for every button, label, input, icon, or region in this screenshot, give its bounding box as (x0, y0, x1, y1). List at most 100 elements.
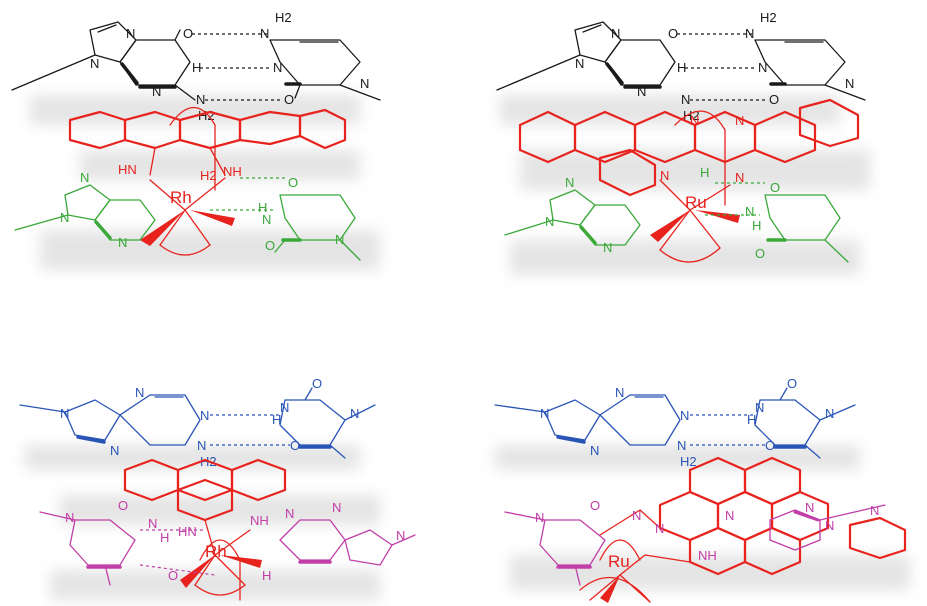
lower-pair-labels: N O N N N NH N N N (535, 498, 879, 563)
atom-label: N (196, 92, 205, 107)
atom-label: HN (118, 162, 137, 177)
atom-label: N (680, 408, 689, 423)
drop-shadow (495, 445, 910, 590)
atom-label: O (770, 180, 780, 195)
atom-label: N (280, 400, 289, 415)
atom-label: N (126, 26, 135, 41)
ligand-arms (149, 107, 226, 256)
atom-label: N (90, 56, 99, 71)
atom-label: N (632, 508, 641, 523)
atom-label: HN (178, 524, 197, 539)
atom-label: H2 (760, 10, 777, 25)
panel-top-left: N O H2 N N H N N O H2 N N (11, 10, 381, 270)
atom-label: N (681, 92, 690, 107)
atom-label: N (660, 168, 669, 183)
atom-label: NH (223, 164, 242, 179)
wedge-bond (650, 210, 690, 242)
wedge-bond (180, 555, 215, 588)
panel-top-right: N O H2 N N H N N O H2 N N (496, 10, 870, 275)
atom-label: N (200, 408, 209, 423)
guanine-cytosine-pair (11, 21, 381, 101)
adenine-thymine-pair (494, 387, 856, 459)
atom-label: N (60, 210, 69, 225)
atom-label: N (148, 516, 157, 531)
drop-shadow (25, 445, 380, 600)
atom-label: N (360, 76, 369, 91)
atom-label: N (735, 113, 744, 128)
hydrogen-bonds (690, 414, 765, 446)
atom-label: N (745, 204, 754, 219)
atom-label: N (535, 510, 544, 525)
lower-pair-labels: H N O N N H O N (545, 165, 780, 261)
atom-label: N (805, 500, 814, 515)
atom-label: N (65, 510, 74, 525)
atom-label: O (265, 238, 275, 253)
atom-label: N (575, 56, 584, 71)
chrysene-ligand (68, 108, 347, 150)
lower-pair-labels: N O N H N N O N (60, 170, 344, 253)
atom-label: N (135, 385, 144, 400)
atom-label: H2 (200, 168, 217, 183)
wedge-bond (190, 210, 235, 226)
atom-label: H2 (275, 10, 292, 25)
atom-label: N (396, 528, 405, 543)
atom-label: N (603, 240, 612, 255)
atom-label: N (655, 521, 664, 536)
complex-labels: Ru (608, 552, 630, 571)
atom-label: O (765, 438, 775, 453)
atom-label: O (284, 92, 294, 107)
pair-atom-labels: N O H2 N N H N N O H2 N N (90, 10, 369, 123)
metal-label: Rh (205, 542, 227, 561)
lower-pair-labels: N O N H HN O N N N NH H (65, 498, 405, 583)
chrysene-ligand (123, 458, 287, 522)
hydrogen-bonds (677, 33, 768, 101)
lower-base-pair (39, 511, 416, 586)
atom-label: N (845, 76, 854, 91)
atom-label: N (870, 503, 879, 518)
atom-label: N (565, 175, 574, 190)
guanine-cytosine-pair (496, 21, 866, 101)
atom-label: N (540, 406, 549, 421)
hydrogen-bonds (139, 529, 216, 576)
atom-label: N (590, 443, 599, 458)
atom-label: O (668, 26, 678, 41)
atom-label: O (590, 498, 600, 513)
complex-labels: Rh HN NH H2 (118, 162, 242, 207)
metal-label: Rh (170, 188, 192, 207)
atom-label: N (332, 500, 341, 515)
atom-label: N (825, 406, 834, 421)
atom-label: N (118, 235, 127, 250)
atom-label: O (787, 376, 797, 391)
atom-label: NH (250, 513, 269, 528)
panel-bottom-left: N N N N H2 N O N H O N Rh (19, 376, 416, 601)
metal-label: Ru (685, 193, 707, 212)
atom-label: H (752, 218, 761, 233)
atom-label: N (758, 60, 767, 75)
adenine-thymine-pair (19, 387, 376, 459)
dppz-ligand (518, 98, 860, 197)
atom-label: H (747, 412, 756, 427)
atom-label: O (769, 92, 779, 107)
atom-label: H2 (680, 454, 697, 469)
atom-label: H (192, 60, 201, 75)
atom-label: N (677, 438, 686, 453)
hydrogen-bonds (210, 177, 285, 211)
atom-label: O (183, 26, 193, 41)
atom-label: O (288, 175, 298, 190)
wedge-bond (140, 210, 185, 246)
atom-label: H (160, 530, 169, 545)
pair-atom-labels: N O H2 N N H N N O H2 N N (575, 10, 854, 123)
atom-label: H (258, 200, 267, 215)
wedge-bond (220, 555, 262, 568)
atom-label: N (545, 214, 554, 229)
atom-label: O (290, 438, 300, 453)
hydrogen-bonds (192, 33, 283, 101)
atom-label: N (735, 170, 744, 185)
pair-atom-labels: N N N N H2 N O N H O N (540, 376, 834, 469)
ligand-arms (659, 110, 731, 263)
hydrogen-bonds (705, 182, 765, 216)
atom-label: N (690, 113, 699, 128)
atom-label: N (637, 84, 646, 99)
atom-label: N (60, 406, 69, 421)
